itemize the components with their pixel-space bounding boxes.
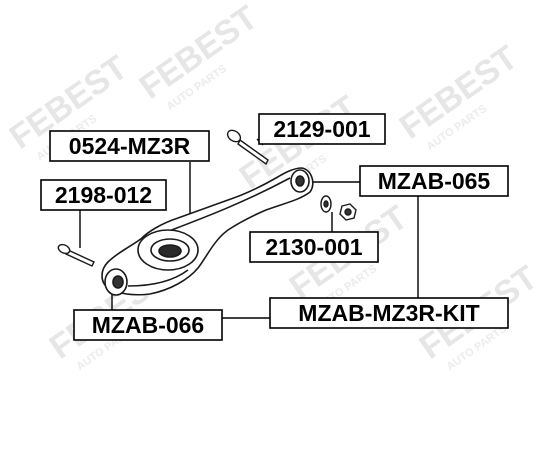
bolt-2129-head	[226, 129, 242, 143]
label-box	[359, 165, 509, 197]
label-0524-MZ3R: 0524-MZ3R	[49, 130, 210, 162]
label-2130-001: 2130-001	[249, 231, 379, 263]
nut-2130-hole	[344, 208, 352, 216]
bolt-2129-shank	[237, 138, 269, 166]
bolt-2198-012	[57, 243, 95, 267]
label-box	[249, 231, 379, 263]
washer-2130-hole	[323, 200, 329, 208]
spring-seat-hole	[158, 244, 182, 258]
inner-bushing-inner	[112, 275, 124, 289]
part-number-2198-012: 2198-012	[55, 182, 152, 208]
leader-lines	[79, 138, 419, 319]
label-box	[269, 297, 509, 329]
bolt-2198-shank	[65, 249, 95, 267]
part-number-2129-001: 2129-001	[273, 116, 370, 142]
label-box	[73, 309, 223, 341]
part-number-MZAB-MZ3R-KIT: MZAB-MZ3R-KIT	[298, 300, 479, 326]
label-2198-012: 2198-012	[40, 179, 167, 211]
label-2129-001: 2129-001	[258, 113, 386, 145]
bolt-2198-head	[57, 243, 71, 255]
label-box	[258, 113, 386, 145]
part-number-2130-001: 2130-001	[265, 234, 362, 260]
label-MZAB-MZ3R-KIT: MZAB-MZ3R-KIT	[269, 297, 509, 329]
label-box	[40, 179, 167, 211]
label-MZAB-065: MZAB-065	[359, 165, 509, 197]
part-number-MZAB-066: MZAB-066	[92, 312, 204, 338]
part-number-0524-MZ3R: 0524-MZ3R	[69, 133, 191, 159]
washer-nut-2130-001	[320, 195, 357, 221]
outer-bushing-inner	[295, 175, 305, 187]
label-MZAB-066: MZAB-066	[73, 309, 223, 341]
control-arm	[101, 167, 314, 296]
part-number-MZAB-065: MZAB-065	[378, 168, 491, 194]
label-box	[49, 130, 210, 162]
control-arm-lower-edge	[127, 269, 189, 287]
bolt-2129-001	[226, 129, 269, 166]
